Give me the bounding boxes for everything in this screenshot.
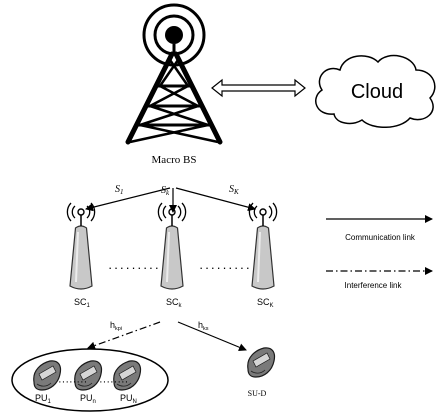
communication-link-arrow	[177, 321, 247, 352]
legend-interference-label: Interference link	[345, 281, 403, 290]
arrow-to-scK	[175, 187, 256, 212]
small-cell-K-icon	[248, 202, 278, 290]
legend: Communication link Interference link	[326, 215, 433, 290]
cells-ellipsis-left: ·········	[108, 260, 160, 275]
cloud-label: Cloud	[351, 81, 403, 103]
stream-s1-label: S1	[115, 184, 124, 196]
arrow-to-sc1	[85, 187, 171, 212]
sc1-label: SC1	[74, 297, 91, 309]
interference-link-arrow	[87, 321, 161, 350]
pu-N-label: PUN	[120, 393, 137, 405]
pu-n-label: PUn	[80, 393, 96, 405]
double-arrow-icon	[211, 78, 306, 98]
sck-label: SCk	[166, 297, 183, 309]
su-phone-icon	[247, 347, 276, 378]
pu-ellipsis-left: ········	[58, 376, 87, 388]
macro-bs-tower-icon	[125, 3, 223, 145]
small-cell-1-icon	[66, 202, 96, 290]
scK-label: SCK	[257, 297, 274, 309]
pu-1-label: PU1	[35, 393, 52, 405]
su-label: SU-D	[248, 389, 267, 398]
legend-communication-label: Communication link	[345, 233, 416, 242]
stream-sk-label: Sk	[161, 185, 170, 197]
cloud-icon	[315, 54, 436, 128]
interference-channel-label: hkpi	[110, 320, 122, 332]
macro-bs-label: Macro BS	[152, 154, 197, 166]
primary-users-group	[11, 348, 169, 412]
pu-1-phone-icon	[33, 360, 62, 391]
stream-sK-label: SK	[229, 184, 239, 196]
cells-ellipsis-right: ·········	[199, 260, 251, 275]
pu-ellipsis-right: ········	[99, 376, 128, 388]
small-cell-k-icon	[157, 202, 187, 290]
secondary-channel-label: hks	[198, 320, 209, 332]
